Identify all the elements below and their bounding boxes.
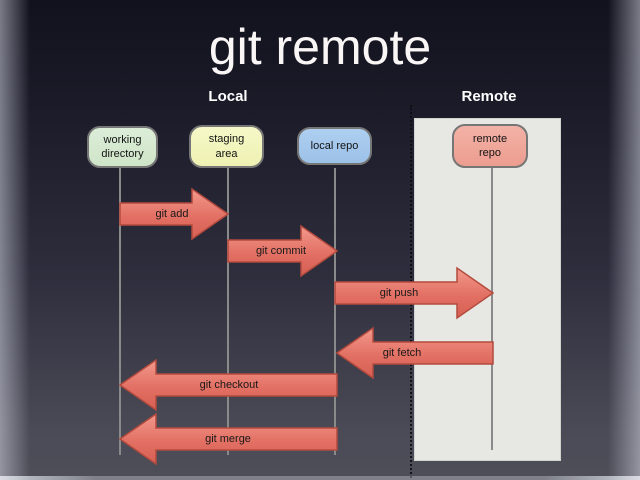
lifeline-staging-area — [227, 168, 229, 455]
slide-title: git remote — [208, 19, 432, 75]
node-staging-area: staging area — [189, 125, 264, 168]
lifeline-working-directory — [119, 168, 121, 455]
node-remote-repo: remote repo — [452, 124, 528, 168]
arrow-label-git-fetch: git fetch — [382, 347, 422, 359]
node-working-directory: working directory — [87, 126, 158, 168]
node-local-repo: local repo — [297, 127, 372, 165]
arrow-label-git-add: git add — [155, 208, 189, 220]
arrow-label-git-push: git push — [379, 287, 419, 299]
remote-panel — [414, 118, 561, 461]
arrow-label-git-merge: git merge — [205, 433, 251, 445]
slide-edge-gloss-right — [608, 0, 640, 480]
slide-edge-gloss-bottom — [0, 476, 640, 480]
section-label-local: Local — [208, 88, 248, 105]
arrow-label-git-commit: git commit — [255, 245, 307, 257]
lifeline-local-repo — [334, 168, 336, 455]
slide-edge-gloss-left — [0, 0, 30, 480]
lifeline-remote-repo — [491, 168, 493, 450]
section-label-remote: Remote — [461, 88, 517, 105]
arrow-label-git-checkout: git checkout — [199, 379, 259, 391]
